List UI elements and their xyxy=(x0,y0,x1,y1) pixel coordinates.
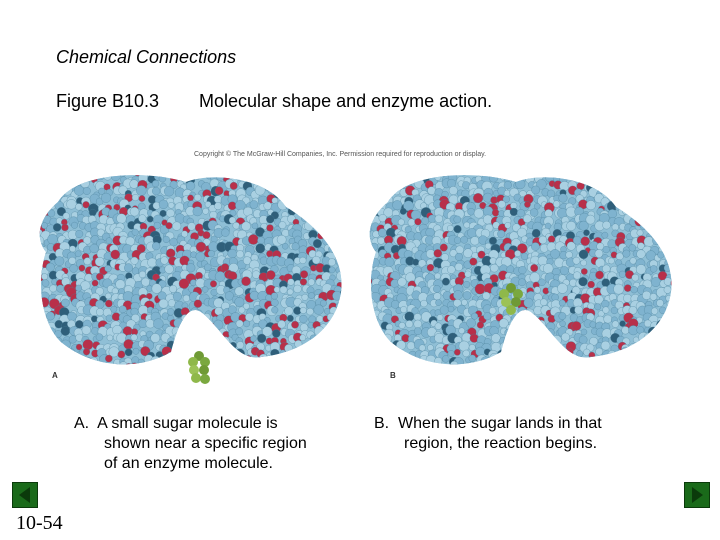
section-title: Chemical Connections xyxy=(56,47,237,67)
caption-a-label: A. xyxy=(74,415,90,432)
sugar-molecule-b xyxy=(499,283,523,315)
caption-b-line2: region, the reaction begins. xyxy=(404,435,598,452)
copyright-notice: Copyright © The McGraw-Hill Companies, I… xyxy=(194,151,487,158)
forward-button[interactable] xyxy=(684,482,710,508)
sugar-molecule-a xyxy=(188,351,210,384)
enzyme-molecule-b xyxy=(369,175,672,365)
caption-a-line1: A small sugar molecule is xyxy=(97,415,278,432)
caption-b: B. When the sugar lands in that region, … xyxy=(374,414,602,454)
caption-b-line1: When the sugar lands in that xyxy=(398,415,602,432)
caption-b-label: B. xyxy=(374,415,390,432)
caption-a-line3: of an enzyme molecule. xyxy=(104,455,273,472)
caption-a-line2: shown near a specific region xyxy=(104,435,307,452)
figure-number: Figure B10.3 xyxy=(56,91,160,111)
back-button[interactable] xyxy=(12,482,38,508)
enzyme-figure-a xyxy=(39,175,342,384)
arrow-right-icon xyxy=(692,487,703,503)
arrow-left-icon xyxy=(19,487,30,503)
panel-a-letter: A xyxy=(52,371,58,380)
figure-title: Molecular shape and enzyme action. xyxy=(199,91,493,111)
enzyme-figure-b xyxy=(369,175,672,365)
caption-a: A. A small sugar molecule is shown near … xyxy=(74,414,307,474)
slide-number: 10-54 xyxy=(16,512,63,534)
panel-b-letter: B xyxy=(390,371,396,380)
